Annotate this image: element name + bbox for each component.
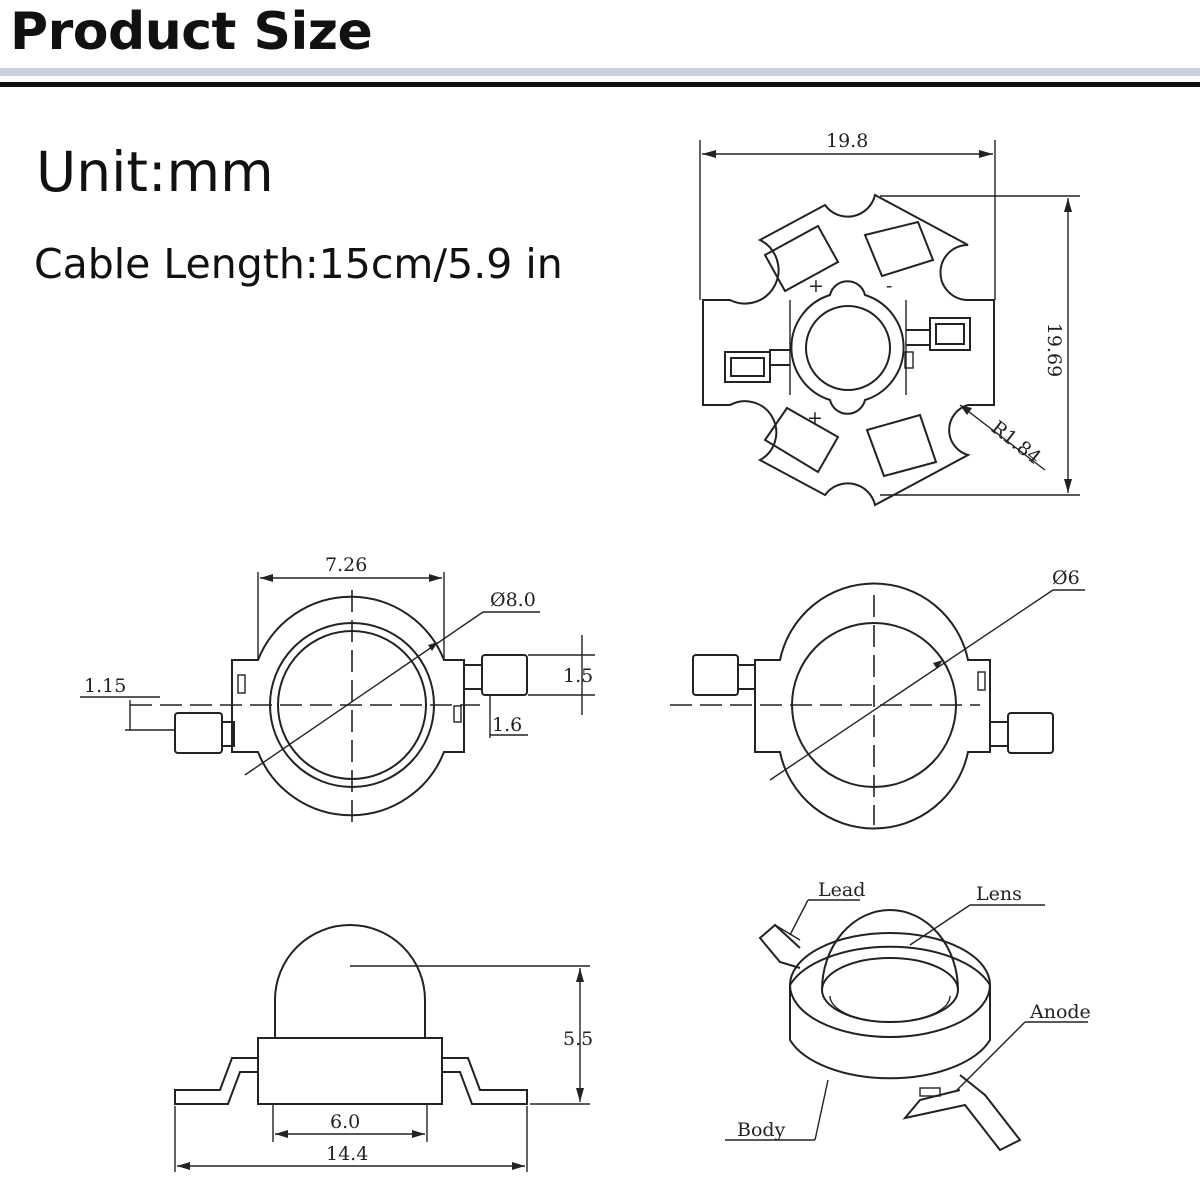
pad-minus-top-label: -	[886, 275, 892, 297]
lead-label: Lead	[818, 879, 865, 901]
front-view: 7.26 Ø8.0 1.15 1.5 1.6	[80, 554, 595, 825]
front-lead-width-label: 1.6	[492, 714, 522, 736]
side-height-label: 5.5	[563, 1028, 593, 1050]
iso-view: Lead Lens Anode Body	[725, 879, 1091, 1152]
rear-view: Ø6	[670, 567, 1085, 830]
pad-plus-top-label: +	[808, 275, 824, 297]
front-width-label: 7.26	[325, 554, 367, 576]
anode-label: Anode	[1029, 1001, 1091, 1023]
board-height-label: 19.69	[1043, 323, 1065, 377]
cable-length-label: Cable Length:15cm/5.9 in	[34, 240, 563, 288]
board-width-label: 19.8	[826, 130, 868, 152]
lens-label: Lens	[976, 883, 1022, 905]
front-diameter-label: Ø8.0	[490, 589, 536, 611]
page-title: Product Size	[10, 2, 373, 62]
header-divider-light	[0, 68, 1200, 76]
side-body-width-label: 6.0	[330, 1111, 360, 1133]
board-radius-label: R1.84	[987, 417, 1045, 469]
star-board-view: 19.8 19.69 R1.84 + - +	[699, 130, 1080, 507]
side-total-width-label: 14.4	[326, 1143, 368, 1165]
front-lead-height-label: 1.5	[563, 665, 593, 687]
pad-plus-bottom-label: +	[807, 407, 823, 429]
header-divider-dark	[0, 82, 1200, 87]
body-label: Body	[737, 1119, 786, 1141]
rear-diameter-label: Ø6	[1052, 567, 1080, 589]
front-offset-label: 1.15	[84, 675, 126, 697]
unit-label: Unit:mm	[36, 140, 274, 204]
side-view: 5.5 6.0 14.4	[174, 924, 593, 1172]
